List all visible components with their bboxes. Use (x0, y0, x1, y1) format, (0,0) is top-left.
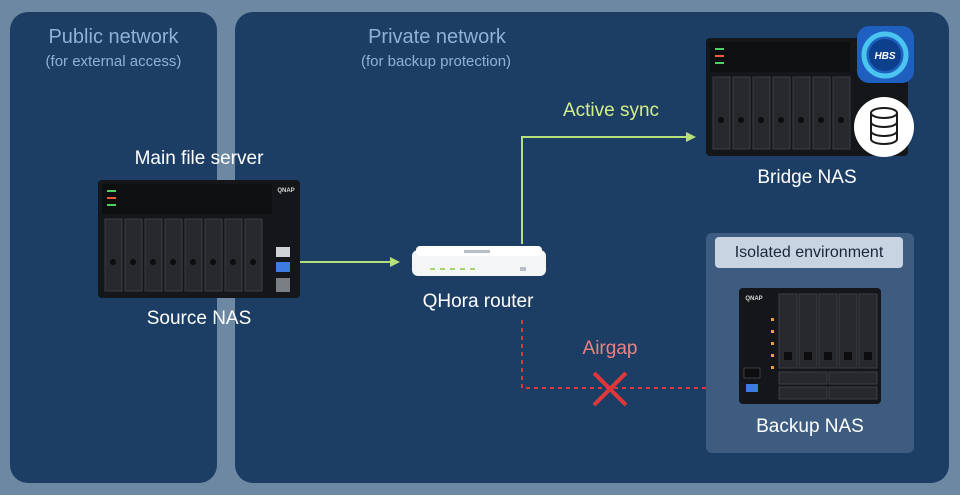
bridge-nas-label: Bridge NAS (757, 167, 857, 188)
qhora-router-device (412, 246, 546, 276)
router-to-bridge-arrow (521, 132, 696, 244)
private-network-subtitle: (for backup protection) (360, 53, 512, 70)
source-brand-logo: QNAP (277, 188, 294, 194)
public-network-title: Public network (48, 26, 179, 48)
hbs-app-icon: HBS (857, 26, 914, 83)
database-icon (854, 97, 914, 157)
active-sync-label: Active sync (562, 100, 660, 121)
backup-nas-device: QNAP (739, 288, 881, 404)
isolated-environment-tag: Isolated environment (715, 237, 903, 268)
private-network-title: Private network (368, 26, 506, 48)
backup-brand-logo: QNAP (745, 296, 762, 302)
router-label: QHora router (422, 291, 534, 312)
main-file-server-label: Main file server (134, 148, 264, 169)
airgap-x-icon (592, 371, 628, 407)
public-network-subtitle: (for external access) (45, 53, 182, 70)
hbs-logo-text: HBS (874, 51, 895, 62)
source-nas-device: QNAP (98, 180, 300, 298)
source-nas-label: Source NAS (146, 308, 252, 329)
backup-nas-label: Backup NAS (756, 416, 864, 437)
airgap-dashed-line (521, 320, 706, 389)
airgap-label: Airgap (582, 338, 638, 359)
